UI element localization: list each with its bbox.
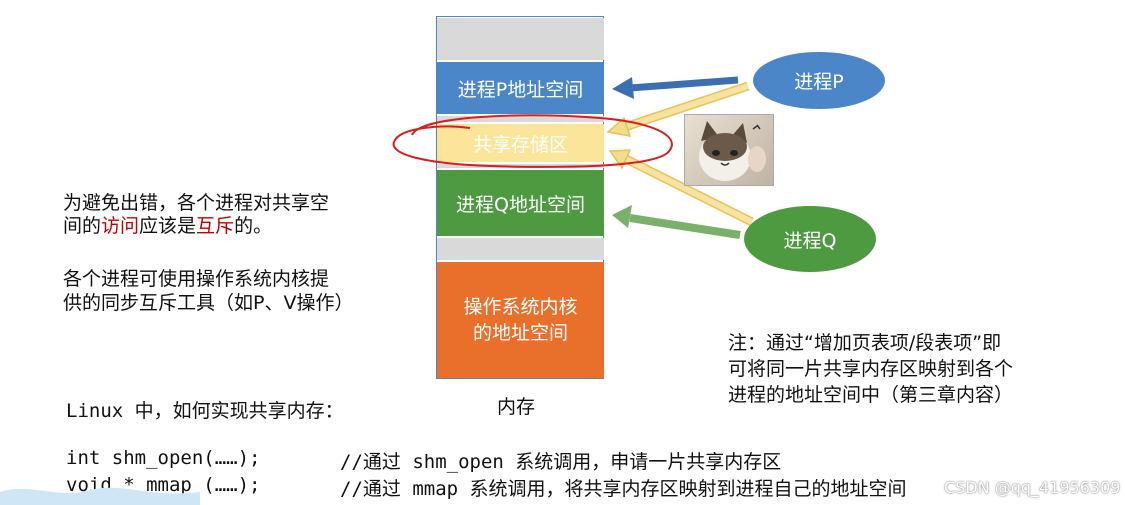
code-comment-2: //通过 mmap 系统调用，将共享内存区映射到进程自己的地址空间 bbox=[340, 474, 907, 501]
note-line-2: 可将同一片共享内存区映射到各个 bbox=[728, 356, 1013, 382]
note-line-1: 注：通过“增加页表项/段表项”即 bbox=[728, 330, 1001, 356]
decorative-wave bbox=[0, 480, 200, 505]
csdn-watermark: CSDN @qq_41956309 bbox=[944, 478, 1120, 497]
code-comment-1: //通过 shm_open 系统调用，申请一片共享内存区 bbox=[340, 447, 781, 474]
process-p-bubble: 进程P bbox=[753, 52, 885, 109]
note-line-3: 进程的地址空间中（第三章内容） bbox=[728, 382, 1013, 408]
cat-ok-meme-image bbox=[684, 114, 774, 186]
linux-shared-memory-intro: Linux 中，如何实现共享内存： bbox=[66, 396, 344, 423]
cat-icon bbox=[685, 115, 773, 185]
code-line-1: int shm_open(……); bbox=[66, 447, 260, 469]
process-q-bubble: 进程Q bbox=[744, 206, 876, 272]
